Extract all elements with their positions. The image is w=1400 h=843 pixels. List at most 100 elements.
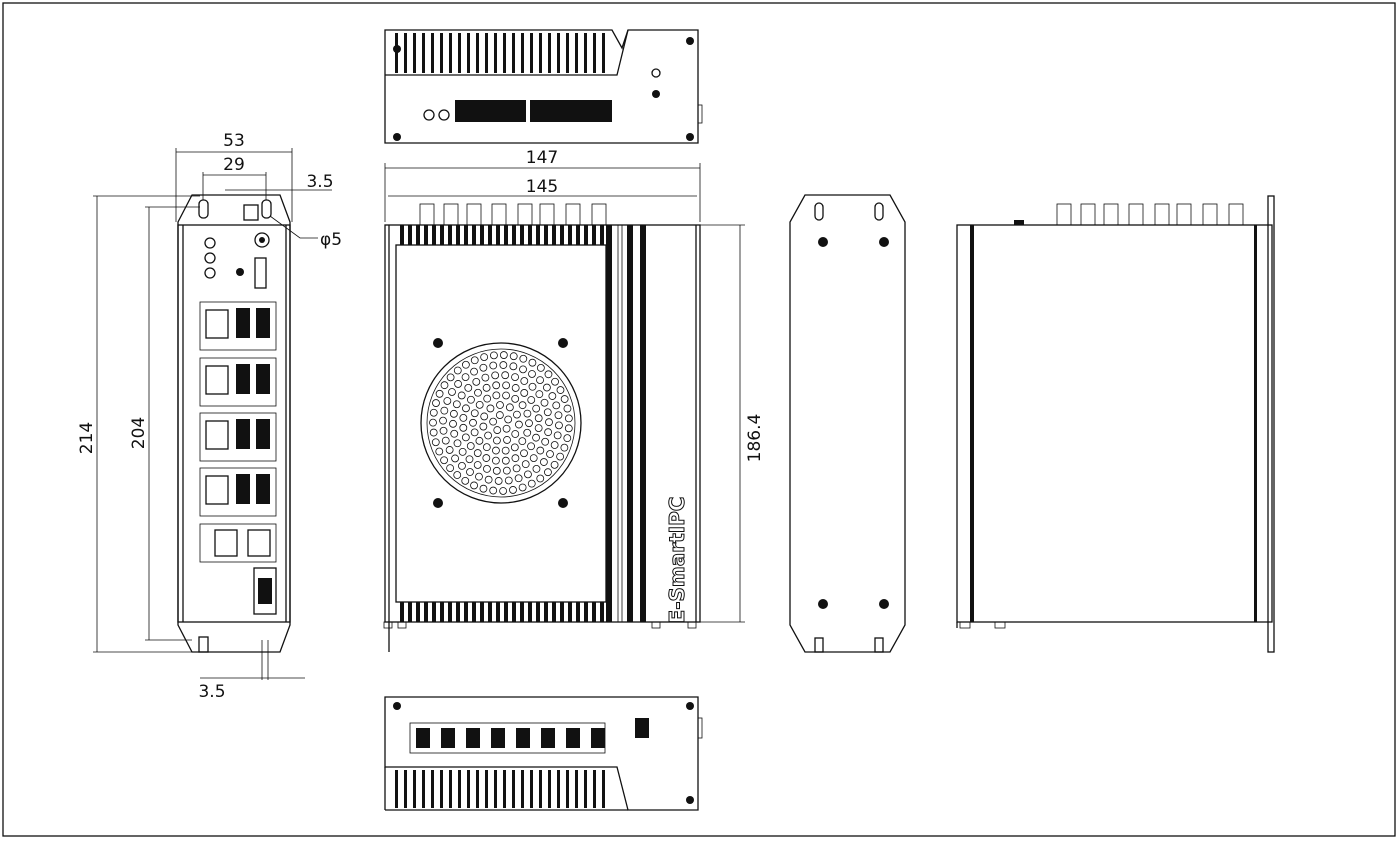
vent-hole <box>435 447 444 456</box>
vent-hole <box>451 454 459 463</box>
vent-hole <box>536 364 545 372</box>
usb-port <box>236 474 250 504</box>
vent-hole <box>513 410 521 419</box>
heatsink-fin <box>512 225 516 245</box>
vent-hole <box>453 366 462 375</box>
heatsink-fin <box>488 602 492 622</box>
heatsink-fin <box>467 33 470 73</box>
vent-hole <box>524 470 532 479</box>
vent-hole <box>492 466 501 475</box>
heatsink-fin <box>560 225 564 245</box>
vent-hole <box>429 408 438 417</box>
vent-hole <box>445 446 454 454</box>
heatsink-fin <box>539 33 542 73</box>
vent-hole <box>509 352 518 361</box>
heatsink-fin <box>548 770 551 808</box>
vent-hole <box>472 377 481 386</box>
vent-hole <box>505 403 514 412</box>
dim-overall-length: 147 <box>526 148 558 168</box>
ethernet-port <box>214 529 238 557</box>
vent-hole <box>552 401 561 410</box>
vent-hole <box>496 401 504 409</box>
vent-hole <box>527 442 535 451</box>
vent-hole <box>527 479 536 488</box>
vent-hole <box>520 389 529 397</box>
heatsink-fin <box>503 770 506 808</box>
vent-hole <box>466 468 474 476</box>
vent-hole <box>441 436 450 445</box>
heatsink-fin <box>456 602 460 622</box>
heatsink-fin <box>440 33 443 73</box>
vent-hole <box>499 351 508 359</box>
usb-port <box>256 419 270 449</box>
dim-hole-diameter: φ5 <box>320 230 342 250</box>
vent-hole <box>448 388 456 396</box>
heatsink-fin <box>395 33 398 73</box>
vent-hole <box>550 441 559 449</box>
vent-hole <box>470 409 479 418</box>
vent-hole <box>560 395 569 403</box>
heatsink-fin <box>432 225 436 245</box>
heatsink-fin <box>536 602 540 622</box>
heatsink-fin <box>576 602 580 622</box>
vent-hole <box>469 418 477 427</box>
heatsink-fin <box>602 33 605 73</box>
usb-port <box>236 364 250 394</box>
vent-hole <box>439 426 448 435</box>
heatsink-fin <box>520 225 524 245</box>
vent-hole <box>511 384 520 392</box>
terminal-port <box>441 728 455 748</box>
connector-tab <box>517 203 533 226</box>
vent-hole <box>518 483 527 492</box>
vent-hole <box>536 474 545 483</box>
vent-hole <box>440 456 448 465</box>
port-group <box>199 467 277 517</box>
vent-hole <box>479 422 488 431</box>
connector-tab <box>539 203 555 226</box>
heatsink-fin <box>600 602 604 622</box>
vent-hole <box>429 418 437 427</box>
vent-hole <box>560 443 569 452</box>
heatsink-fin <box>408 225 412 245</box>
vent-hole <box>480 412 489 421</box>
vent-hole <box>512 464 521 473</box>
heatsink-fin <box>448 225 452 245</box>
mounting-hole <box>198 199 209 219</box>
heatsink-fin <box>548 33 551 73</box>
vent-hole <box>534 424 543 433</box>
vent-hole <box>544 370 553 379</box>
terminal-port <box>491 728 505 748</box>
vent-hole <box>492 446 500 455</box>
dim-body-height: 204 <box>129 417 149 449</box>
heatsink-fin <box>448 602 452 622</box>
vent-hole <box>482 443 491 452</box>
heatsink-fin <box>488 225 492 245</box>
heatsink-fin <box>404 770 407 808</box>
vent-hole <box>556 386 565 394</box>
vent-hole <box>550 460 559 469</box>
vent-hole <box>446 464 455 473</box>
vent-hole <box>450 429 459 438</box>
side-dimensions: 147 145 186.4 <box>384 148 765 623</box>
vent-hole <box>480 353 489 362</box>
heatsink-fin <box>560 602 564 622</box>
connector-tab <box>1056 203 1072 226</box>
heatsink-fin <box>575 33 578 73</box>
vent-hole <box>503 436 511 444</box>
heatsink-fin <box>584 602 588 622</box>
vent-hole <box>453 471 462 479</box>
vent-hole <box>515 420 523 429</box>
connector-tab <box>1202 203 1218 226</box>
vent-hole <box>474 388 482 397</box>
heatsink-fin <box>424 225 428 245</box>
heatsink-fin <box>413 33 416 73</box>
vent-hole <box>528 382 537 391</box>
heatsink-fin <box>512 33 515 73</box>
heatsink-fin <box>496 602 500 622</box>
vent-hole <box>475 400 484 409</box>
vent-hole <box>544 428 553 437</box>
vent-hole <box>525 419 533 428</box>
connector-tab <box>1103 203 1119 226</box>
heatsink-fin <box>566 33 569 73</box>
heatsink-fin <box>536 225 540 245</box>
